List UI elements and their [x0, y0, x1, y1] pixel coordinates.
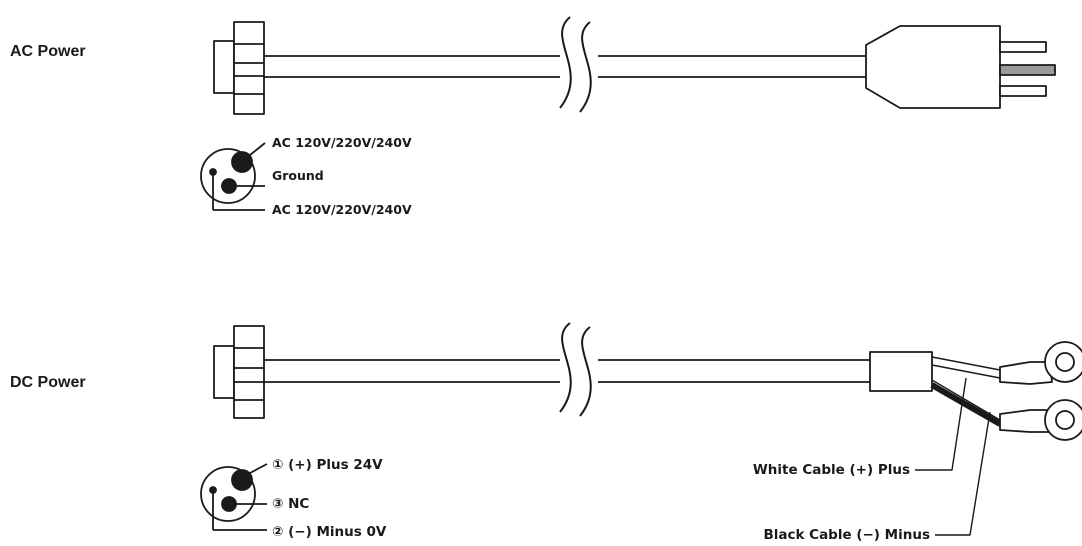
white-cable-leader	[915, 377, 967, 471]
dc-pin-nc-label: ③ NC	[272, 496, 309, 512]
ac-plug	[865, 25, 1056, 109]
dc-pin-minus-label: ② (−) Minus 0V	[272, 524, 387, 540]
ac-pin-top-label: AC 120V/220V/240V	[272, 135, 412, 150]
ac-pin-diagram	[200, 142, 266, 211]
dc-connector	[213, 325, 265, 419]
ac-cable-break-symbol	[559, 16, 592, 113]
ac-pin-bottom-label: AC 120V/220V/240V	[272, 202, 412, 217]
black-cable-leader	[935, 411, 991, 536]
black-cable-ring-terminal	[999, 399, 1082, 441]
white-cable-label: White Cable (+) Plus	[753, 462, 910, 478]
dc-power-title: DC Power	[10, 374, 86, 391]
dc-cable-sleeve	[869, 351, 933, 392]
ac-connector	[213, 21, 265, 115]
ac-power-title: AC Power	[10, 43, 86, 60]
white-cable-wire	[931, 356, 1001, 379]
dc-cable	[264, 359, 870, 383]
ac-pin-ground-label: Ground	[272, 168, 324, 183]
black-cable-label: Black Cable (−) Minus	[763, 527, 930, 543]
dc-pin-diagram	[200, 463, 268, 531]
white-cable-ring-terminal	[999, 341, 1082, 385]
dc-cable-break-symbol	[559, 322, 592, 417]
ac-cable	[264, 55, 866, 78]
dc-pin-plus-label: ① (+) Plus 24V	[272, 457, 383, 473]
